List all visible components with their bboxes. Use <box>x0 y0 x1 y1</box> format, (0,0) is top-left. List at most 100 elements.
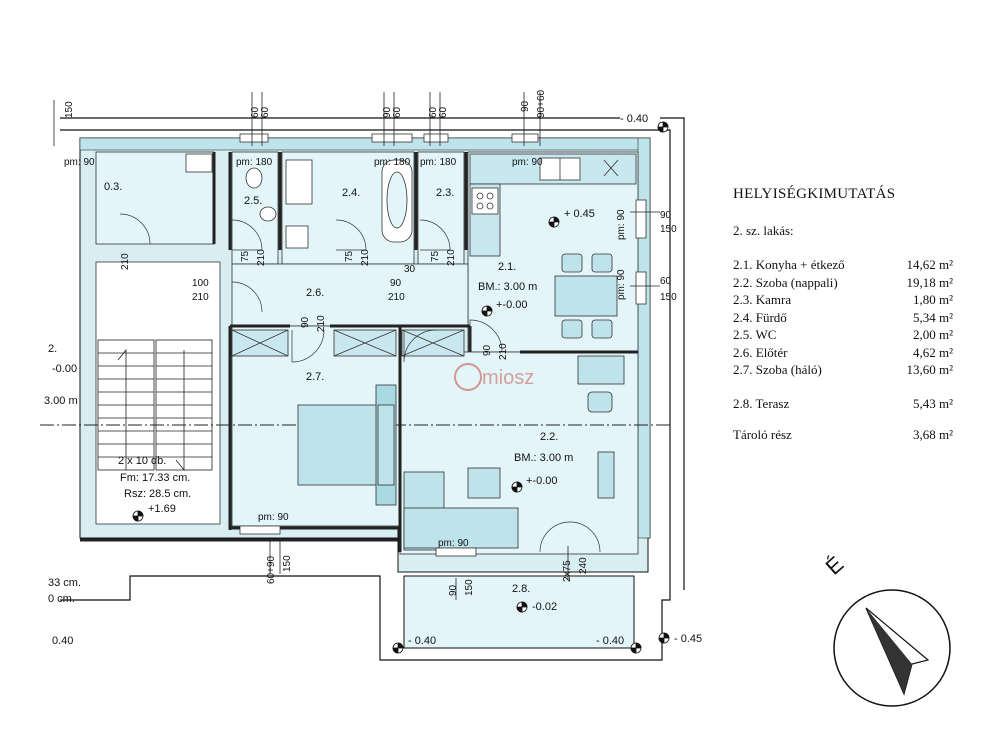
dim-150-right-b: 150 <box>660 292 677 303</box>
level-terrace: -0.02 <box>532 601 557 613</box>
dim-pm90-kitchen: pm: 90 <box>616 209 627 240</box>
schedule-row: 2.1. Konyha + étkező 14,62 m² <box>733 257 953 275</box>
dim-pm180-b: pm: 180 <box>374 157 411 168</box>
room-name: 2.6. Előtér <box>733 344 788 360</box>
dim-2x75: 2x75 <box>562 560 573 582</box>
level-2-2: +-0.00 <box>526 475 558 487</box>
schedule-title: HELYISÉGKIMUTATÁS <box>733 186 896 202</box>
level-markers <box>132 121 670 654</box>
dim-75-c: 75 <box>430 250 441 262</box>
dim-60p90: 60+90 <box>266 555 277 584</box>
dim-150-c: 150 <box>464 579 475 596</box>
dim-210-a: 210 <box>256 249 267 266</box>
dim-60-right: 60 <box>660 276 672 287</box>
room-schedule: HELYISÉGKIMUTATÁS 2. sz. lakás: 2.1. Kon… <box>733 186 953 445</box>
level-far-right: - 0.45 <box>674 633 702 645</box>
schedule-row: 2.6. Előtér 4,62 m² <box>733 345 953 363</box>
watermark-text: miosz <box>482 367 534 389</box>
dim-90-e: 90 <box>300 316 311 328</box>
room-label-2-8: 2.8. <box>512 583 530 595</box>
stair-steps: 2 x 10 db. <box>118 455 166 467</box>
dim-75-a: 75 <box>240 250 251 262</box>
dim-90-right: 90 <box>660 210 672 221</box>
dim-pm180-c: pm: 180 <box>420 157 457 168</box>
bed <box>297 384 397 506</box>
dim-75-b: 75 <box>344 250 355 262</box>
dim-top-60-a: 60 <box>250 106 261 118</box>
room-label-0-3: 0.3. <box>104 181 122 193</box>
room-name: 2.3. Kamra <box>733 292 792 307</box>
dim-pm90-living: pm: 90 <box>438 538 469 549</box>
schedule-row: 2.5. WC 2,00 m² <box>733 327 953 345</box>
dim-top-60-e: 60 <box>438 106 449 118</box>
terrace-2-8 <box>403 575 635 649</box>
dim-pm180-a: pm: 180 <box>236 157 273 168</box>
dimension-ticks <box>53 92 660 600</box>
room-name: 2.8. Terasz <box>733 395 790 411</box>
ceiling-height-stair: 3.00 m <box>44 395 78 407</box>
room-area: 14,62 m² <box>906 257 953 272</box>
site-outline <box>60 117 685 661</box>
stair-fm: Fm: 17.33 cm. <box>120 472 190 484</box>
room-2-6 <box>231 263 469 327</box>
schedule-row: 2.7. Szoba (háló) 13,60 m² <box>733 362 953 380</box>
dim-90-g: 90 <box>448 584 459 596</box>
wardrobes <box>231 329 465 357</box>
room-name: 2.1. Konyha + étkező <box>733 257 845 272</box>
dim-pm90-dining: pm: 90 <box>616 269 627 300</box>
dim-210-left: 210 <box>192 292 209 303</box>
room-label-2-1: 2.1. <box>498 261 516 273</box>
dim-pm90-bedroom: pm: 90 <box>258 512 289 523</box>
room-name: 2.2. Szoba (nappali) <box>733 274 838 290</box>
level-stair: +1.69 <box>148 503 176 515</box>
dim-top-60-d: 60 <box>428 106 439 118</box>
staircase <box>97 339 213 472</box>
level-kitchen: + 0.45 <box>564 208 595 220</box>
dim-150-b: 150 <box>282 555 293 572</box>
dim-210-f: 210 <box>498 343 509 360</box>
dim-top-60-b: 60 <box>260 106 271 118</box>
room-2-3 <box>417 151 465 265</box>
ceiling-height-2-2: BM.: 3.00 m <box>514 452 573 464</box>
level-bottom-right: - 0.40 <box>596 635 624 647</box>
level-bottom-left: - 0.40 <box>408 635 436 647</box>
room-label-2-6: 2.6. <box>306 287 324 299</box>
schedule-subtitle: 2. sz. lakás: <box>733 223 794 238</box>
stair-hall <box>95 261 221 525</box>
dim-210-d: 210 <box>120 253 131 270</box>
room-area: 13,60 m² <box>906 362 953 377</box>
dim-150-right: 150 <box>660 224 677 235</box>
room-name: Tároló rész <box>733 427 792 442</box>
level-stair-hall: -0.00 <box>52 363 77 375</box>
dim-210-b: 210 <box>360 249 371 266</box>
room-name: 2.5. WC <box>733 327 777 342</box>
dim-210-corridor: 210 <box>388 292 405 303</box>
bathroom-fixtures <box>185 153 413 249</box>
dim-90-f: 90 <box>482 344 493 356</box>
room-label-2: 2. <box>48 343 57 355</box>
dim-top-90-a: 90 <box>382 106 393 118</box>
room-area: 4,62 m² <box>912 344 953 360</box>
room-area: 1,80 m² <box>912 292 953 307</box>
schedule-row: 2.2. Szoba (nappali)19,18 m² <box>733 275 953 293</box>
level-2-1: +-0.00 <box>496 299 528 311</box>
dim-top-90-b: 90 <box>520 100 531 112</box>
room-label-2-2: 2.2. <box>540 431 558 443</box>
living-furniture <box>403 355 625 551</box>
level-top-right: - 0.40 <box>620 113 648 125</box>
ceiling-height-2-1: BM.: 3.00 m <box>478 281 537 293</box>
dim-top-150: 150 <box>64 101 75 118</box>
room-area: 2,00 m² <box>912 327 953 342</box>
level-bottom-far-left: 0.40 <box>52 635 73 647</box>
dim-top-90p60: 90+60 <box>536 89 547 118</box>
north-label: É <box>821 551 849 579</box>
room-name: 2.7. Szoba (háló) <box>733 362 822 377</box>
dim-pm90-top: pm: 90 <box>512 157 543 168</box>
watermark: miosz <box>454 363 534 391</box>
stair-cut-a: 33 cm. <box>48 577 81 589</box>
room-area: 5,34 m² <box>912 309 953 325</box>
room-label-2-7: 2.7. <box>306 371 324 383</box>
